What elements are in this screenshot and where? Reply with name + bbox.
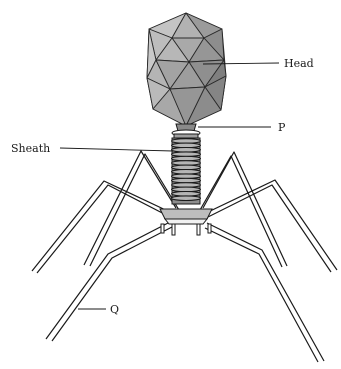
- head-capsid: [147, 13, 226, 126]
- tail-fibre-left-outer: [32, 181, 172, 273]
- tail-fibre-right-front: [205, 223, 324, 362]
- tail-fibre-right-outer: [206, 180, 337, 272]
- sheath-ring: [172, 196, 201, 201]
- base-plate: [160, 209, 212, 235]
- tail-sheath: [172, 138, 201, 204]
- label-head: Head: [284, 57, 314, 70]
- label-p: P: [278, 121, 286, 134]
- leader-line-sheath: [60, 148, 173, 151]
- tail-fibre-left-front: [46, 222, 172, 341]
- label-q: Q: [110, 303, 119, 316]
- collar: [172, 124, 200, 138]
- label-sheath: Sheath: [11, 142, 50, 155]
